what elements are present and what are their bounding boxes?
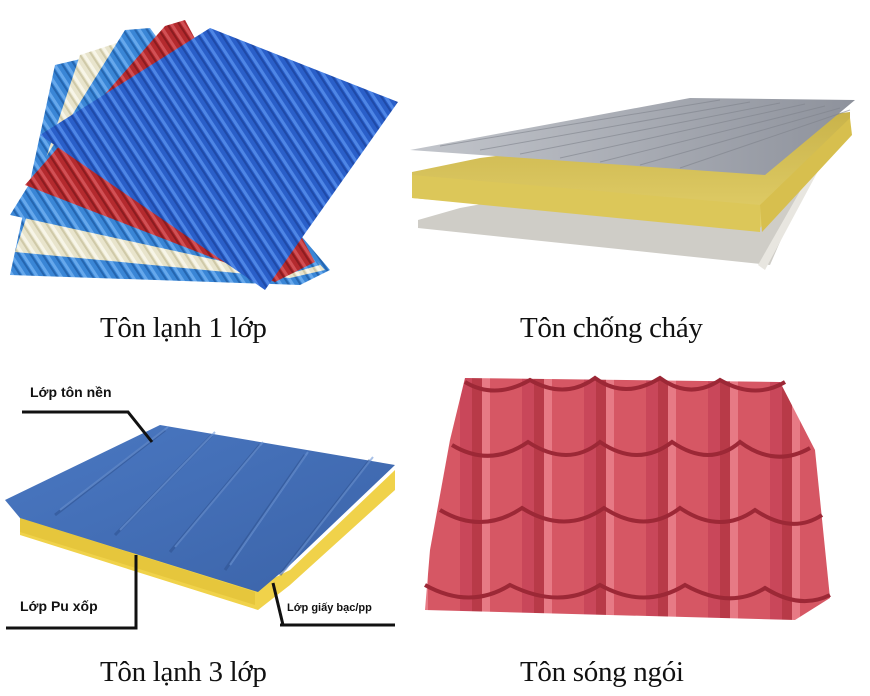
- caption-ton-lanh-1-lop: Tôn lạnh 1 lớp: [100, 312, 267, 344]
- caption-ton-lanh-3-lop: Tôn lạnh 3 lớp: [100, 656, 267, 688]
- label-lop-pu-xop: Lớp Pu xốp: [20, 598, 98, 614]
- label-lop-ton-nen: Lớp tôn nền: [30, 384, 112, 400]
- caption-ton-song-ngoi: Tôn sóng ngói: [520, 656, 684, 688]
- image-three-layer-panel: Lớp tôn nền Lớp Pu xốp Lớp giấy bạc/pp: [0, 370, 430, 650]
- label-lop-giay-bac: Lớp giấy bạc/pp: [287, 602, 372, 614]
- image-corrugated-sheets: [0, 20, 410, 300]
- caption-ton-chong-chay: Tôn chống cháy: [520, 312, 703, 344]
- image-tile-sheet: [410, 360, 840, 650]
- image-fireproof-panel: [400, 80, 870, 300]
